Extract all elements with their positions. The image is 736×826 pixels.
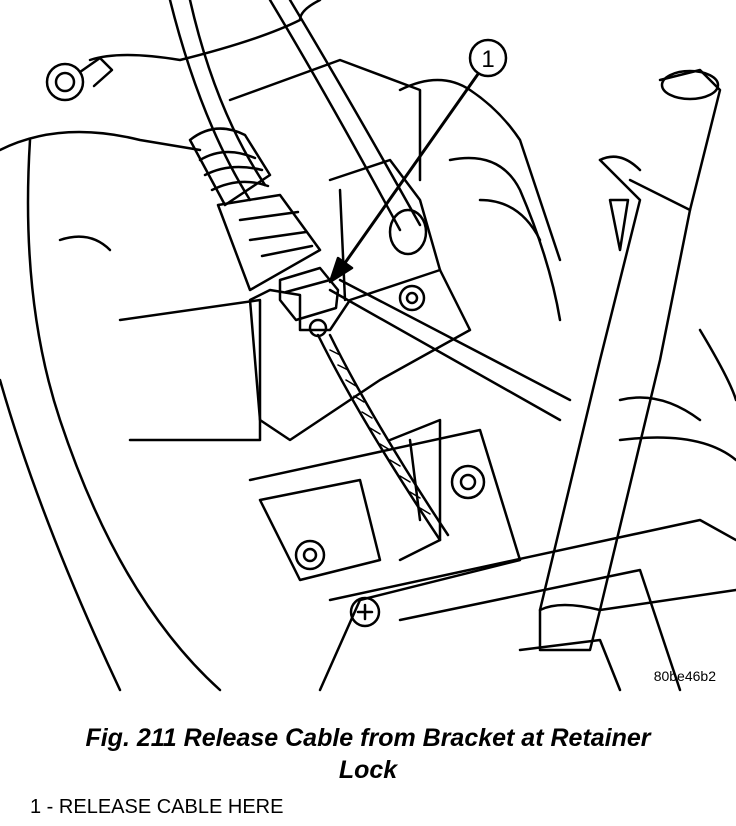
figure-code: 80be46b2 <box>653 668 716 684</box>
cable-boot <box>188 127 322 292</box>
legend: 1 - RELEASE CABLE HERE <box>30 796 283 819</box>
callout-number: 1 <box>481 46 494 73</box>
hand-outline <box>398 78 702 422</box>
legend-separator: - <box>41 796 59 818</box>
shift-lever <box>538 68 722 652</box>
console-body <box>0 58 736 692</box>
retainer-lock <box>278 266 340 338</box>
caption-line-2: Lock <box>338 756 398 784</box>
bolt-lower <box>450 464 486 500</box>
bolt-left <box>294 539 326 571</box>
figure-caption: Fig. 211 Release Cable from Bracket at R… <box>0 722 736 786</box>
screw-icon <box>349 596 381 628</box>
cable-housing <box>168 0 422 232</box>
legend-text: RELEASE CABLE HERE <box>58 796 284 818</box>
caption-line-1: Fig. 211 Release Cable from Bracket at R… <box>85 724 651 752</box>
cable-grommet <box>328 208 572 422</box>
legend-number: 1 <box>30 796 42 818</box>
bracket <box>248 158 472 562</box>
illustration: 1 <box>0 0 736 692</box>
ground-bolt <box>45 0 322 102</box>
release-cable <box>316 333 450 542</box>
callout-1: 1 <box>328 38 508 284</box>
